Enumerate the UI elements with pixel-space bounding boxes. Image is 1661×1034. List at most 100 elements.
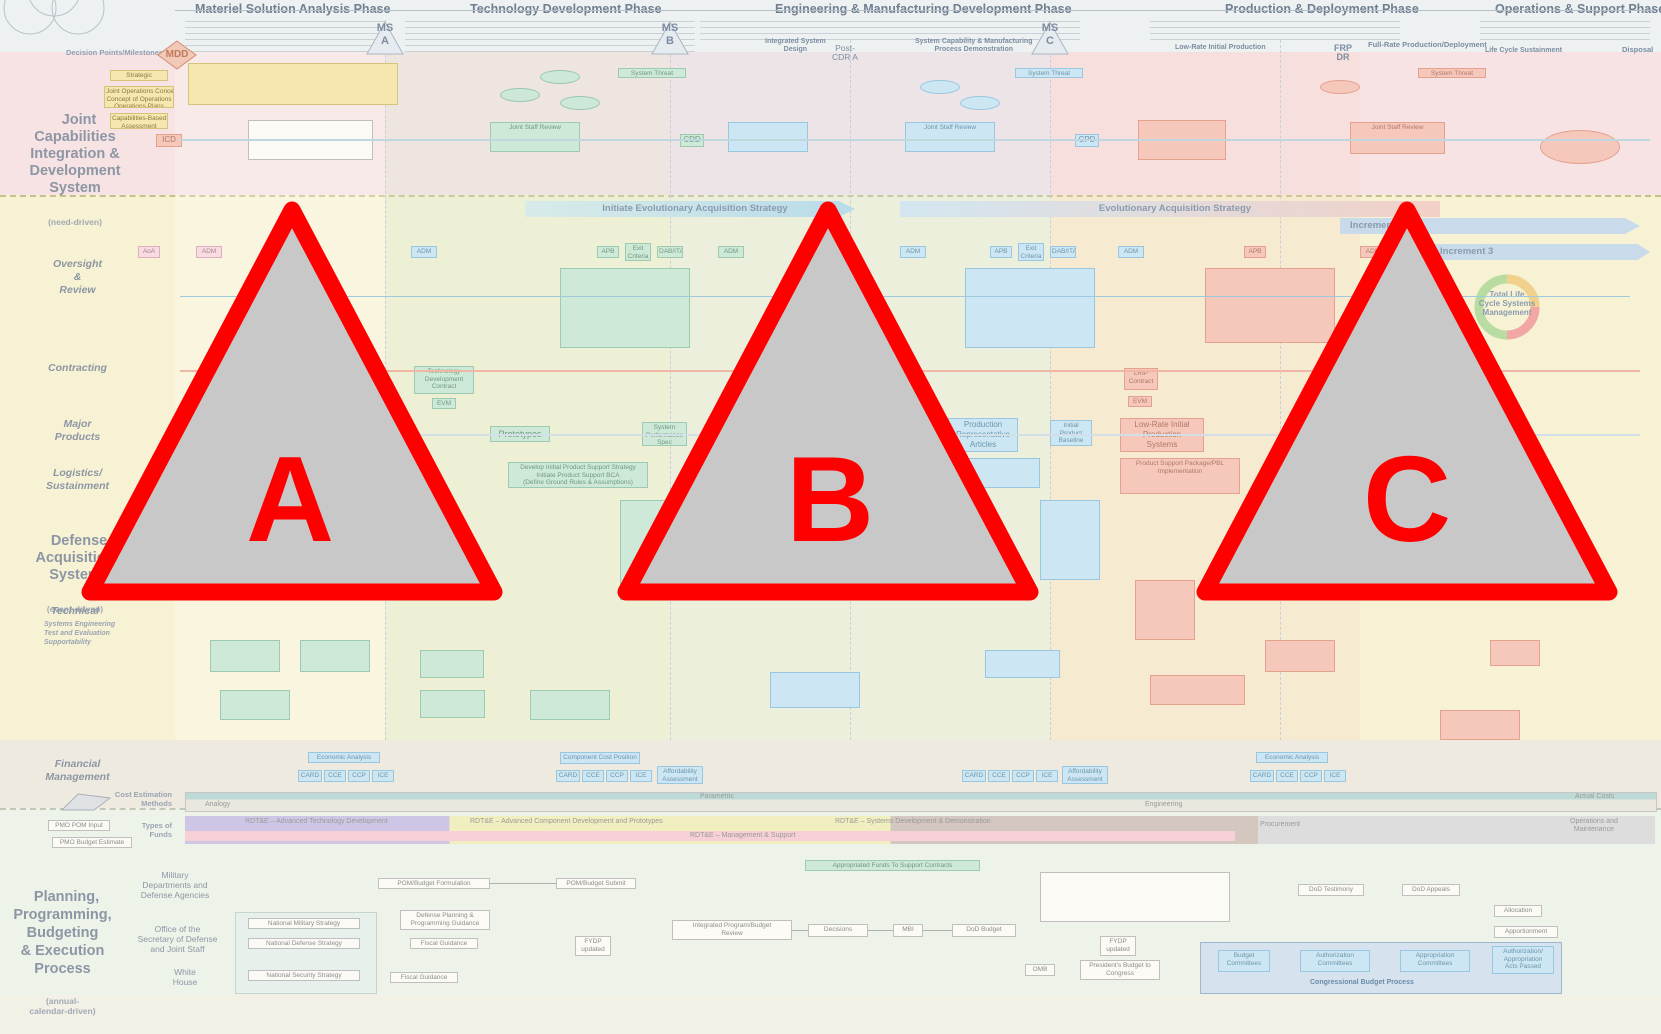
tech-box-8 (985, 650, 1060, 678)
fm-ccp-3: CCP (1012, 770, 1034, 782)
os-description (1480, 18, 1650, 40)
tech-box-3 (420, 650, 484, 678)
financial-row-label: Financial Management (35, 758, 120, 784)
pres-budget-box: President's Budget to Congress (1080, 960, 1160, 980)
mdd-label: MDD (157, 49, 197, 60)
ms-b-label: MS B (653, 22, 687, 58)
defense-planning-box: Defense Planning & Programming Guidance (400, 910, 490, 930)
osd-label: Office of the Secretary of Defense and J… (130, 924, 225, 954)
framework-logo (0, 0, 140, 40)
jcids-title: Joint Capabilities Integration & Develop… (29, 112, 120, 196)
lrip-phase-label: Low-Rate Initial Production (1175, 44, 1266, 51)
triangle-c-letter: C (1322, 438, 1492, 560)
phase-msa: Materiel Solution Analysis Phase (195, 2, 390, 16)
phase-td: Technology Development Phase (470, 2, 661, 16)
ppbe-acronyms-box (1040, 872, 1230, 922)
fm-cce-2: CCE (582, 770, 604, 782)
fiscal-guidance-1: Fiscal Guidance (410, 938, 478, 949)
tech-box-2 (300, 640, 370, 672)
triangle-b-letter: B (745, 438, 915, 560)
system-threat-pd: System Threat Assessment (1418, 68, 1486, 78)
funds-procurement: Procurement (1260, 821, 1300, 828)
jsr-emd2: Joint Staff Review (905, 122, 995, 152)
post-cdr-label: Post- CDR A (832, 44, 858, 62)
ppbe-flow-line-2 (792, 930, 808, 931)
dod-budget-box: DoD Budget (952, 924, 1016, 937)
cost-estimation-label: Cost Estimation Methods (112, 790, 172, 808)
approp-funds-box: Appropriated Funds To Support Contracts (805, 860, 980, 871)
icd-box: ICD (156, 134, 182, 147)
cost-parametric: Parametric (700, 793, 734, 800)
white-house-label: White House (160, 967, 210, 987)
initial-baseline-box: Initial Product Baseline (1050, 420, 1092, 446)
ppbe-flow-line-3 (868, 930, 893, 931)
oversight-adm-5: ADM (1118, 246, 1144, 258)
cost-analogy: Analogy (205, 801, 230, 808)
pom-submit-box: POM/Budget Submit (556, 878, 636, 889)
funds-sdd: RDT&E – Systems Development & Demonstrat… (835, 818, 991, 825)
fm-ice-4: ICE (1324, 770, 1346, 782)
affordability-2: Affordability Assessment (1062, 766, 1108, 784)
triangle-a-letter: A (205, 438, 375, 560)
jsr-emd (728, 122, 808, 152)
fm-cce-4: CCE (1276, 770, 1298, 782)
fm-ice-1: ICE (372, 770, 394, 782)
ppbe-flow-line-4 (923, 930, 952, 931)
evm-box-2: EVM (1128, 396, 1152, 407)
tech-box-5 (420, 690, 485, 718)
system-threat-td: System Threat Assessment (618, 68, 686, 78)
tech-box-11 (1490, 640, 1540, 666)
cost-engineering: Engineering (1145, 801, 1182, 808)
fm-card-1: CARD (298, 770, 322, 782)
lifecycle-label: Life Cycle Sustainment (1485, 47, 1562, 54)
tech-box-1 (210, 640, 280, 672)
fm-cce-3: CCE (988, 770, 1010, 782)
allocation-box: Allocation (1494, 905, 1542, 917)
tech-box-7 (770, 672, 860, 708)
tech-box-4 (220, 690, 290, 720)
funds-atd: RDT&E – Advanced Technology Development (245, 818, 388, 825)
nds-box: National Defense Strategy (248, 938, 360, 949)
ppbe-row-label: Planning, Programming, Budgeting & Execu… (5, 870, 120, 1034)
funds-om: Operations and Maintenance (1570, 818, 1618, 834)
fm-card-2: CARD (556, 770, 580, 782)
outputs-emd (1040, 500, 1100, 580)
ppbe-sub: (annual- calendar-driven) (5, 996, 120, 1016)
frp-dr-label: FRP DR (1334, 44, 1352, 62)
approp-comm-box: Appropriation Committees (1400, 950, 1470, 972)
tech-box-12 (1440, 710, 1520, 740)
mil-depts-label: Military Departments and Defense Agencie… (130, 870, 220, 900)
fm-ccp-4: CCP (1300, 770, 1322, 782)
econ-analysis-2: Economic Analysis (MAIS) (1256, 752, 1328, 763)
jcids-acronym-box (188, 63, 398, 105)
jcids-oval-6 (1320, 80, 1360, 94)
nss-box: National Security Strategy (248, 970, 360, 981)
fm-ccp-1: CCP (348, 770, 370, 782)
fm-cce-1: CCE (324, 770, 346, 782)
fm-ice-3: ICE (1036, 770, 1058, 782)
dod-appeals-box: DoD Appeals (1402, 884, 1460, 896)
mbi-box: MBI (893, 924, 923, 937)
decision-points-label: Decision Points/Milestones (66, 48, 163, 57)
jcids-oval-1 (540, 70, 580, 84)
omb-box: OMB (1025, 964, 1055, 976)
fydp-box-1: FYDP updated (575, 936, 611, 956)
auth-acts-box: Authorization/ Appropriation Acts Passed (1492, 946, 1554, 974)
affordability-1: Affordability Assessment (657, 766, 703, 784)
fm-card-3: CARD (962, 770, 986, 782)
jcids-oval-4 (920, 80, 960, 94)
technical-sub-label: Systems Engineering Test and Evaluation … (44, 620, 115, 647)
nms-box: National Military Strategy (248, 918, 360, 929)
integrated-design-label: Integrated System Design (765, 38, 826, 54)
phase-emd: Engineering & Manufacturing Development … (775, 2, 1072, 16)
tech-box-6 (530, 690, 610, 720)
fydp-box-2: FYDP updated (1100, 936, 1136, 956)
fm-card-4: CARD (1250, 770, 1274, 782)
budget-comm-box: Budget Committees (1218, 950, 1270, 972)
tech-box-9 (1150, 675, 1245, 705)
msa-description (185, 18, 385, 52)
disposal-label: Disposal (1622, 45, 1653, 54)
system-threat-emd: System Threat Assessment (1015, 68, 1083, 78)
cost-actual: Actual Costs (1575, 793, 1614, 800)
ipbr-box: Integrated Program/Budget Review (672, 920, 792, 940)
